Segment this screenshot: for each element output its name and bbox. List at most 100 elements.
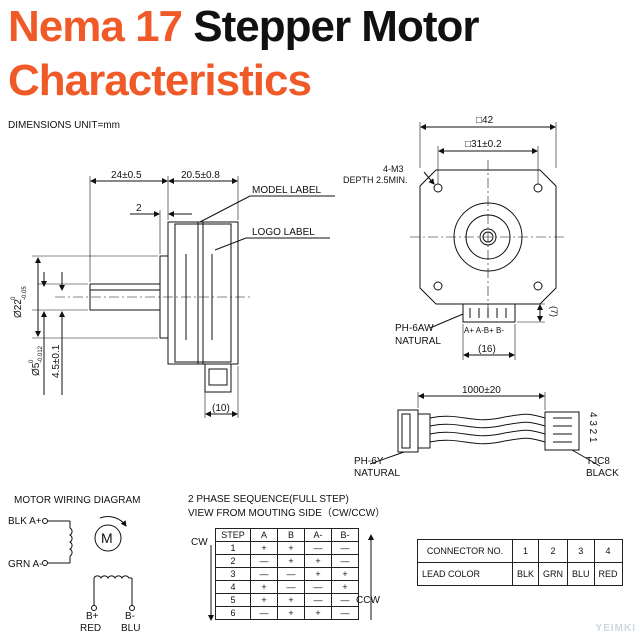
dim-two: 2: [136, 203, 142, 214]
connector-no-label: CONNECTOR NO.: [417, 539, 513, 563]
cell: 2: [215, 554, 251, 568]
dia-shaft-lower: -0.012: [38, 345, 44, 363]
dia-shaft: Ø5: [31, 362, 42, 376]
square-outer: □42: [476, 115, 494, 126]
square-inner: □31±0.2: [465, 139, 502, 150]
logo-label-callout: LOGO LABEL: [252, 227, 315, 238]
screw-label: 4-M3: [383, 164, 404, 174]
cell: —: [304, 593, 332, 607]
dim-body-front: 24±0.5: [111, 170, 142, 181]
table-row: 1 + + — —: [215, 541, 359, 555]
table-row: 4 + — — +: [215, 580, 359, 594]
dia-shaft-upper: 0: [29, 359, 35, 363]
cell: GRN: [538, 562, 569, 586]
cell: —: [250, 554, 278, 568]
cell: +: [277, 541, 305, 555]
cell: —: [250, 567, 278, 581]
dia-boss: Ø22: [13, 299, 24, 318]
dim-ten: (10): [212, 403, 230, 414]
model-label-callout: MODEL LABEL: [252, 185, 322, 196]
connector-pins: A+ A-B+ B-: [464, 326, 504, 335]
title-line-2: Characteristics: [8, 56, 312, 105]
cell: +: [277, 606, 305, 620]
sequence-heading-1: 2 PHASE SEQUENCE(FULL STEP): [188, 494, 349, 505]
title-product: Stepper Motor: [193, 2, 479, 51]
motor-symbol: M: [101, 530, 113, 546]
dim-sixteen: (16): [478, 344, 496, 355]
dim-body-rear: 20.5±0.8: [181, 170, 220, 181]
cell: 1: [215, 541, 251, 555]
cell: —: [331, 593, 359, 607]
cable-left-name: PH-6Y: [354, 456, 384, 467]
cell: 6: [215, 606, 251, 620]
wiring-b-plus-color: RED: [80, 623, 101, 634]
lead-color-label: LEAD COLOR: [417, 562, 513, 586]
wiring-grn: GRN A-: [8, 559, 42, 570]
header-step: STEP: [215, 528, 251, 542]
cell: +: [331, 567, 359, 581]
wiring-b-plus: B+: [86, 611, 99, 622]
cable-assembly: [397, 409, 580, 453]
cell: —: [304, 580, 332, 594]
cable-length: 1000±20: [462, 385, 501, 396]
cell: —: [277, 580, 305, 594]
table-row: 5 + + — —: [215, 593, 359, 607]
cell: —: [331, 606, 359, 620]
dia-boss-upper: 0: [11, 296, 17, 300]
cell: +: [250, 541, 278, 555]
connector-color-table: CONNECTOR NO. 1 2 3 4 LEAD COLOR BLK GRN…: [417, 539, 623, 586]
cell: +: [304, 554, 332, 568]
screw-depth: DEPTH 2.5MIN.: [343, 175, 408, 185]
watermark: YEIMKI: [595, 623, 636, 634]
header-b: B: [277, 528, 305, 542]
cell: —: [250, 606, 278, 620]
cell: +: [304, 606, 332, 620]
sequence-heading-2: VIEW FROM MOUTING SIDE（CW/CCW）: [188, 507, 385, 519]
cell: 3: [567, 539, 595, 563]
wiring-b-minus: B-: [125, 611, 135, 622]
cell: 4: [593, 539, 623, 563]
header-a-minus: A-: [304, 528, 332, 542]
cell: +: [250, 580, 278, 594]
wiring-diagram: [42, 516, 135, 611]
dimensions-unit: DIMENSIONS UNIT=mm: [8, 120, 120, 131]
title-model: Nema 17: [8, 2, 183, 51]
header-b-minus: B-: [331, 528, 359, 542]
side-view-motor: [55, 221, 250, 393]
cell: —: [304, 541, 332, 555]
cell: 4: [215, 580, 251, 594]
table-header-row: STEP A B A- B-: [215, 528, 359, 542]
cell: 1: [511, 539, 540, 563]
sequence-cw: CW: [191, 537, 208, 548]
cell: BLK: [511, 562, 540, 586]
cell: +: [304, 567, 332, 581]
cell: 3: [215, 567, 251, 581]
wiring-blk: BLK A+: [8, 516, 42, 527]
cell: +: [331, 580, 359, 594]
phase-sequence-table: STEP A B A- B- 1 + + — — 2 — + + — 3 — —…: [215, 528, 359, 620]
cell: RED: [593, 562, 623, 586]
connector-name: PH-6AW: [395, 323, 434, 334]
cable-pin-numbers: 4 3 2 1: [587, 412, 598, 443]
dim-seven: (7): [549, 306, 559, 317]
table-row: 6 — + + —: [215, 606, 359, 620]
cell: —: [331, 541, 359, 555]
cable-left-material: NATURAL: [354, 468, 400, 479]
cell: +: [277, 554, 305, 568]
cable-right-name: TJC8: [586, 456, 610, 467]
cell: BLU: [567, 562, 595, 586]
wiring-b-minus-color: BLU: [121, 623, 140, 634]
cell: —: [277, 567, 305, 581]
header-a: A: [250, 528, 278, 542]
table-row: CONNECTOR NO. 1 2 3 4: [417, 539, 623, 563]
cell: +: [277, 593, 305, 607]
sequence-ccw: CCW: [356, 595, 380, 606]
wiring-heading: MOTOR WIRING DIAGRAM: [14, 495, 140, 506]
title-line-1: Nema 17 Stepper Motor: [8, 2, 479, 52]
dim-flat: 4.5±0.1: [51, 344, 62, 378]
cell: —: [331, 554, 359, 568]
cell: 5: [215, 593, 251, 607]
front-view-motor: [410, 160, 565, 323]
cable-right-color: BLACK: [586, 468, 619, 479]
